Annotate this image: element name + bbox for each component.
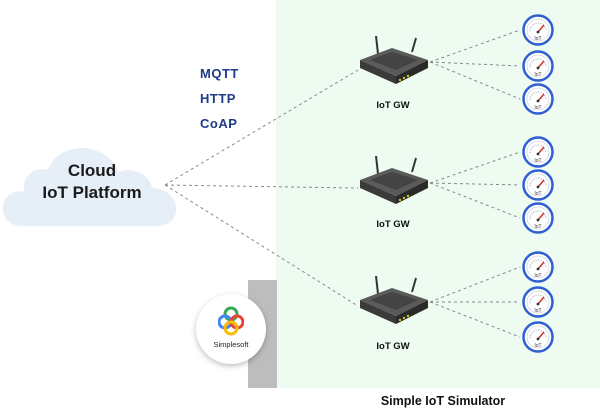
device-gauge-label: IoT (534, 273, 541, 279)
device-gauge-label: IoT (534, 72, 541, 78)
gw1-device1-link (429, 29, 521, 63)
device-gauge-label: IoT (534, 343, 541, 349)
gateway-2-icon (356, 156, 430, 206)
gw1-device2-link (429, 61, 521, 67)
gw2-device2-link (429, 182, 521, 186)
device-gauge-label: IoT (534, 308, 541, 314)
device-gauge-icon: IoT (522, 136, 554, 168)
simplesoft-logo-text: Simplesoft (213, 340, 249, 349)
simulator-title: Simple IoT Simulator (380, 394, 506, 408)
gateway-1-label: IoT GW (376, 100, 410, 111)
cloud-gw3-link (164, 184, 359, 307)
cloud-gw1-link (164, 69, 359, 186)
gw3-device1-link (429, 266, 521, 303)
device-gauge-icon: IoT (522, 321, 554, 353)
cloud-icon (2, 148, 177, 226)
gw3-device3-link (429, 301, 521, 338)
protocol-mqtt: MQTT (200, 66, 239, 81)
device-gauge-icon: IoT (522, 169, 554, 201)
device-gauge-label: IoT (534, 105, 541, 111)
device-gauge-icon: IoT (522, 50, 554, 82)
gateway-3-label: IoT GW (376, 341, 410, 352)
device-gauge-icon: IoT (522, 286, 554, 318)
device-gauge-icon: IoT (522, 202, 554, 234)
cloud-gw2-link (164, 184, 359, 189)
protocol-http: HTTP (200, 91, 236, 106)
gw2-device1-link (429, 151, 521, 184)
gateway-1-icon (356, 36, 430, 86)
gw2-device3-link (429, 182, 521, 219)
device-gauge-icon: IoT (522, 251, 554, 283)
cloud-label-line2: IoT Platform (42, 183, 142, 202)
device-gauge-label: IoT (534, 224, 541, 230)
gateway-2-label: IoT GW (376, 219, 410, 230)
cloud-label: Cloud IoT Platform (22, 160, 162, 204)
gw1-device3-link (429, 61, 521, 100)
gateway-3-icon (356, 276, 430, 326)
device-gauge-label: IoT (534, 36, 541, 42)
cloud-label-line1: Cloud (67, 161, 117, 180)
device-gauge-label: IoT (534, 191, 541, 197)
device-gauge-label: IoT (534, 158, 541, 164)
protocol-coap: CoAP (200, 116, 238, 131)
simplesoft-logo-icon (218, 306, 244, 336)
device-gauge-icon: IoT (522, 14, 554, 46)
device-gauge-icon: IoT (522, 83, 554, 115)
simplesoft-logo: Simplesoft (196, 294, 266, 364)
